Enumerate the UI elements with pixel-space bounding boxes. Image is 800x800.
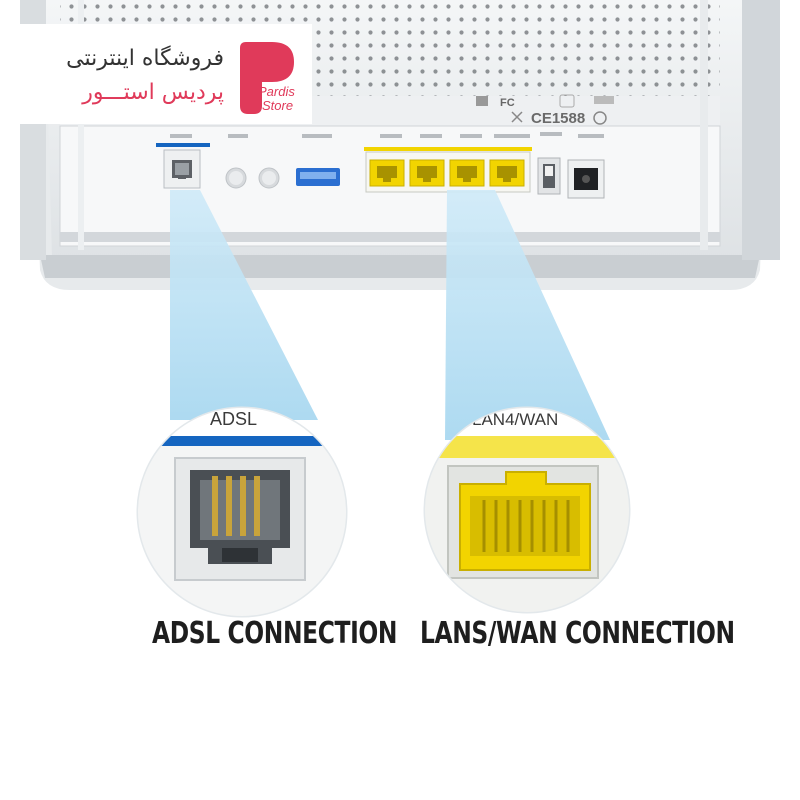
router-adsl-port: [156, 143, 210, 189]
lan-port: [409, 159, 445, 187]
pardis-p-icon: [240, 42, 294, 114]
brand-name: پردیس استـــور: [82, 80, 224, 105]
port-label-strip: [170, 132, 604, 138]
brand-watermark: فروشگاه اینترنتی پردیس استـــور Pardis S…: [0, 24, 312, 124]
router-lan-ports: [364, 147, 532, 193]
lan-zoom-view: LAN4/WAN: [423, 406, 631, 614]
pardis-store-logo: Pardis Store: [240, 42, 295, 114]
lan-port: [449, 159, 485, 187]
brand-tagline: فروشگاه اینترنتی: [66, 46, 224, 71]
fc-mark: FC: [500, 97, 515, 109]
adsl-zoom-beam: [170, 190, 318, 420]
adsl-zoom-view: ADSL: [136, 406, 348, 618]
adsl-label-bar: [138, 436, 346, 446]
lan-wan-connection-caption: LANS/WAN CONNECTION: [420, 616, 735, 651]
adsl-connection-caption: ADSL CONNECTION: [152, 616, 398, 651]
logo-text-pardis: Pardis: [258, 84, 295, 99]
router-usb-port: [296, 168, 340, 186]
router-power-switch: [537, 157, 561, 195]
adsl-port-label: ADSL: [210, 409, 257, 429]
lan-port-label: LAN4/WAN: [472, 410, 558, 429]
lan-zoom-beam: [445, 190, 610, 440]
router-round-buttons: [225, 167, 280, 189]
lan-label-bar: [425, 436, 629, 458]
logo-text-store: Store: [262, 98, 293, 113]
lan-port: [489, 159, 525, 187]
router-power-jack: [567, 159, 605, 199]
lan-port: [369, 159, 405, 187]
ce-certification-label: CE1588: [531, 110, 585, 127]
certification-marks: FC CE1588: [476, 94, 614, 127]
